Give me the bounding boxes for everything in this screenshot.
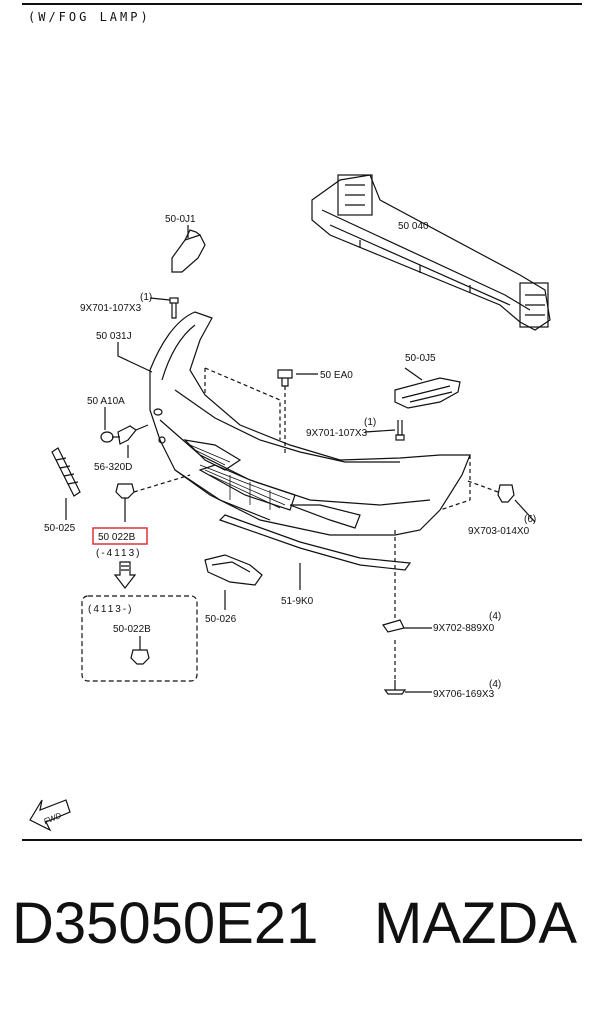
label-box-part: 50-022B: [113, 624, 151, 635]
part-number: D35050E21: [12, 891, 319, 956]
clip-320d: [117, 424, 149, 445]
label-50-031J: 50 031J: [96, 331, 132, 342]
side-bracket-025: [51, 447, 81, 497]
brand-name: MAZDA: [374, 891, 577, 956]
fwd-arrow-icon: [29, 799, 71, 832]
label-box-range: (4113-): [88, 604, 134, 615]
fog-bezel-026: [204, 554, 263, 610]
label-50-0J1: 50-0J1: [165, 214, 196, 225]
label-9x701-a-qty: (1): [140, 292, 152, 303]
arrow-down: [113, 561, 137, 589]
fastener-ea0: [277, 369, 293, 455]
label-51-9K0: 51-9K0: [281, 596, 314, 607]
clip-022b-upper: [115, 474, 191, 522]
bolt-upper: [169, 297, 179, 319]
label-9x703-qty: (6): [524, 514, 536, 525]
label-50-026: 50-026: [205, 614, 237, 625]
lower-lip: [218, 514, 412, 571]
highlight-frame: [92, 527, 148, 545]
clip-a10a: [100, 431, 120, 443]
lower-grille: [189, 444, 291, 510]
label-9x703: 9X703-014X0: [468, 526, 530, 537]
label-50-040: 50 040: [398, 221, 429, 232]
label-50-A10A: 50 A10A: [87, 396, 125, 407]
bracket-right: [394, 377, 461, 409]
label-9x706: 9X706-169X3: [433, 689, 495, 700]
footer: D35050E21 MAZDA: [12, 890, 592, 980]
label-9x701-b-qty: (1): [364, 417, 376, 428]
clip-022b-boxed: [130, 636, 150, 665]
label-50-EA0: 50 EA0: [320, 370, 353, 381]
bottom-rule: [22, 839, 582, 841]
bolt-lower: [395, 420, 405, 441]
label-9x702-qty: (4): [489, 611, 501, 622]
variant-box: [81, 595, 198, 682]
label-9x701-b: 9X701-107X3: [306, 428, 368, 439]
label-9x706-qty: (4): [489, 679, 501, 690]
label-fwd: FWD: [42, 811, 62, 826]
label-50-022B-highlight: 50 022B: [98, 532, 136, 543]
label-50-025: 50-025: [44, 523, 76, 534]
bumper-cover: [149, 311, 471, 536]
fastener-9x702: [382, 530, 432, 633]
label-56-320D: 56-320D: [94, 462, 132, 473]
fastener-9x706: [383, 640, 432, 695]
clip-9x703: [464, 479, 515, 503]
label-50-0J5: 50-0J5: [405, 353, 436, 364]
label-50-022B-range: (-4113): [96, 548, 142, 559]
label-9x701-a: 9X701-107X3: [80, 303, 142, 314]
top-rule: [22, 3, 582, 5]
reinforcement-bar: [311, 174, 551, 331]
diagram-caption: (W/FOG LAMP): [28, 10, 151, 24]
label-9x702: 9X702-889X0: [433, 623, 495, 634]
